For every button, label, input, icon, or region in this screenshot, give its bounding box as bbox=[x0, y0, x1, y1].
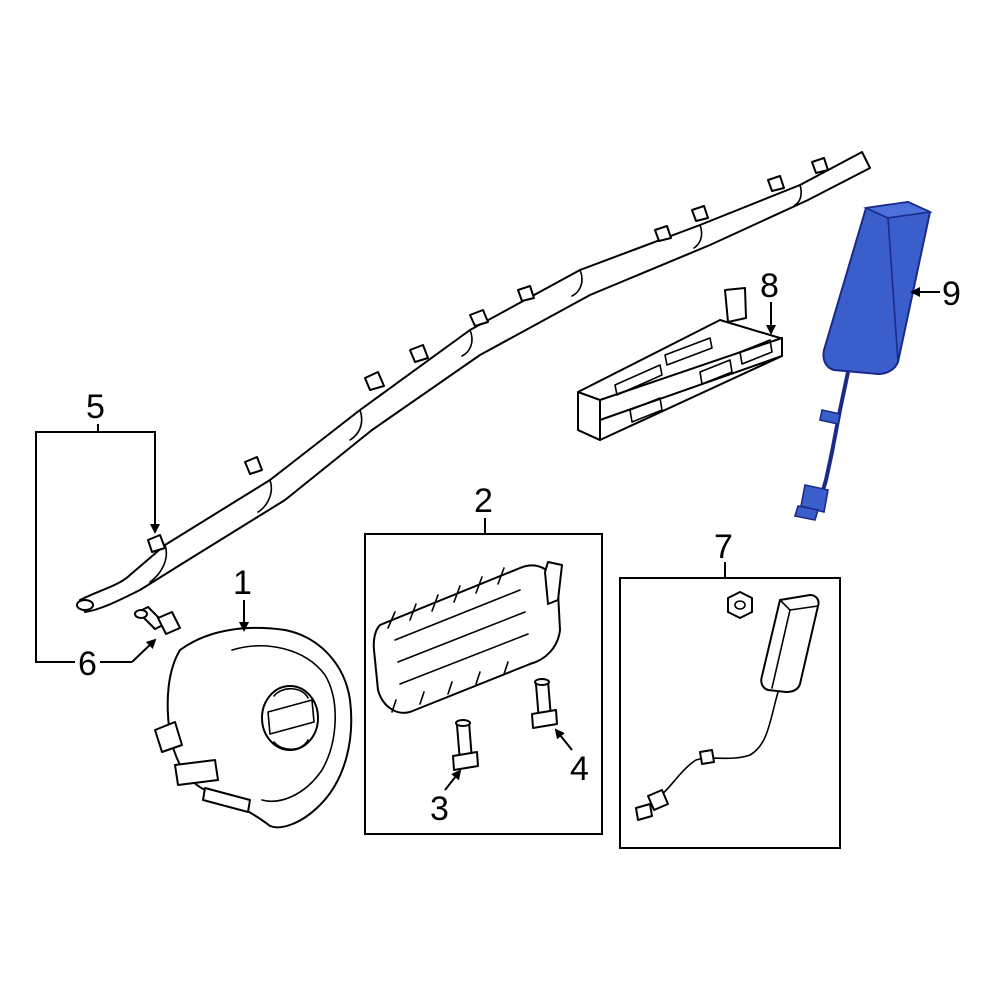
box-part-2 bbox=[364, 533, 603, 835]
box-part-7 bbox=[619, 577, 841, 849]
callout-5: 5 bbox=[86, 388, 105, 426]
callout-8: 8 bbox=[760, 267, 779, 305]
callout-9: 9 bbox=[942, 275, 961, 313]
side-airbag-part-9[interactable] bbox=[793, 201, 933, 521]
bolt-part-3[interactable] bbox=[452, 719, 479, 771]
callout-6: 6 bbox=[78, 645, 97, 683]
steering-wheel-airbag-part-1[interactable] bbox=[154, 626, 353, 829]
callout-1: 1 bbox=[233, 564, 252, 602]
callout-3: 3 bbox=[430, 790, 449, 828]
bolt-part-6[interactable] bbox=[134, 606, 181, 635]
knee-airbag-part-7[interactable] bbox=[635, 591, 820, 821]
callout-5-bracket bbox=[35, 424, 160, 663]
control-module-part-8[interactable] bbox=[577, 287, 783, 441]
passenger-airbag-part-2[interactable] bbox=[372, 561, 563, 714]
callout-4: 4 bbox=[570, 750, 589, 788]
callout-7: 7 bbox=[714, 528, 733, 566]
curtain-airbag-part-5[interactable] bbox=[76, 151, 871, 613]
callout-2: 2 bbox=[474, 482, 493, 520]
bolt-part-4[interactable] bbox=[531, 678, 558, 729]
